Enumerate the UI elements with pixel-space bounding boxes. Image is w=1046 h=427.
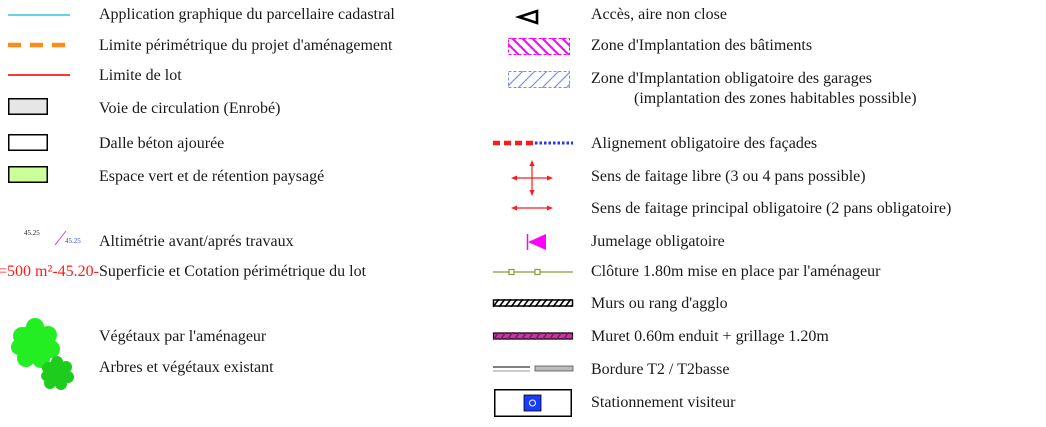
altimetry-symbol: 45.25 45.25 [24,228,84,252]
main-ridge-direction-arrow-icon [511,205,553,211]
green-space-swatch-symbol [8,166,48,183]
road-swatch-symbol [8,98,48,115]
legend-label-jumelage: Jumelage obligatoire [591,233,725,250]
legend-label-faitage-libre: Sens de faitage libre (3 ou 4 pans possi… [591,168,866,185]
perimeter-dashed-line-symbol [8,42,70,48]
legend-label-superficie: Superficie et Cotation périmétrique du l… [99,263,367,280]
legend-label-zone-batiments: Zone d'Implantation des bâtiments [591,37,813,54]
curb-symbol [493,365,574,372]
legend-label-alignement: Alignement obligatoire des façades [591,135,818,152]
legend-label-vegetaux: Végétaux par l'aménageur [99,328,267,345]
facade-alignment-line-symbol [493,140,573,146]
legend-label-perimetre: Limite périmétrique du projet d'aménagem… [99,37,393,54]
legend-label-dalle: Dalle béton ajourée [99,135,225,152]
legend-label-murs: Murs ou rang d'agglo [591,295,728,312]
legend-label-zone-garages: Zone d'Implantation obligatoire des gara… [591,70,873,87]
free-ridge-direction-cross-icon [511,160,553,196]
concrete-slab-swatch-symbol [8,134,48,151]
fence-line-symbol [493,268,573,276]
legend-label-zone-garages-note: (implantation des zones habitables possi… [634,90,917,107]
low-wall-with-mesh-symbol [492,332,574,340]
access-triangle-icon [514,9,539,25]
legend-label-acces: Accès, aire non close [591,6,727,23]
building-zone-hatch-symbol [508,38,570,55]
legend-label-stationnement: Stationnement visiteur [591,394,736,411]
legend-label-vert: Espace vert et de rétention paysagé [99,168,325,185]
legend-label-faitage-principal: Sens de faitage principal obligatoire (2… [591,200,952,217]
legend-label-arbres: Arbres et végétaux existant [99,359,274,376]
legend-label-parcellaire: Application graphique du parcellaire cad… [99,6,395,23]
legend-label-altimetrie: Altimétrie avant/aprés travaux [99,233,294,250]
cadastral-line-symbol [8,14,70,16]
legend-label-bordure: Bordure T2 / T2basse [591,361,730,378]
altimetry-after-value: 45.25 [65,237,81,245]
wall-hatch-symbol [492,299,574,307]
altimetry-before-value: 45.25 [24,229,40,237]
area-and-dimension-sample: =500 m²-45.20- [0,263,99,280]
garage-zone-hatch-symbol [508,71,570,88]
legend-label-muret: Muret 0.60m enduit + grillage 1.20m [591,328,829,345]
visitor-parking-icon [494,389,572,417]
legend-label-lot: Limite de lot [99,67,182,84]
twinning-triangle-icon [526,234,546,250]
legend-label-voie: Voie de circulation (Enrobé) [99,100,281,117]
tree-icon [41,356,74,390]
legend-label-cloture: Clôture 1.80m mise en place par l'aménag… [591,263,881,280]
lot-boundary-line-symbol [8,74,70,76]
